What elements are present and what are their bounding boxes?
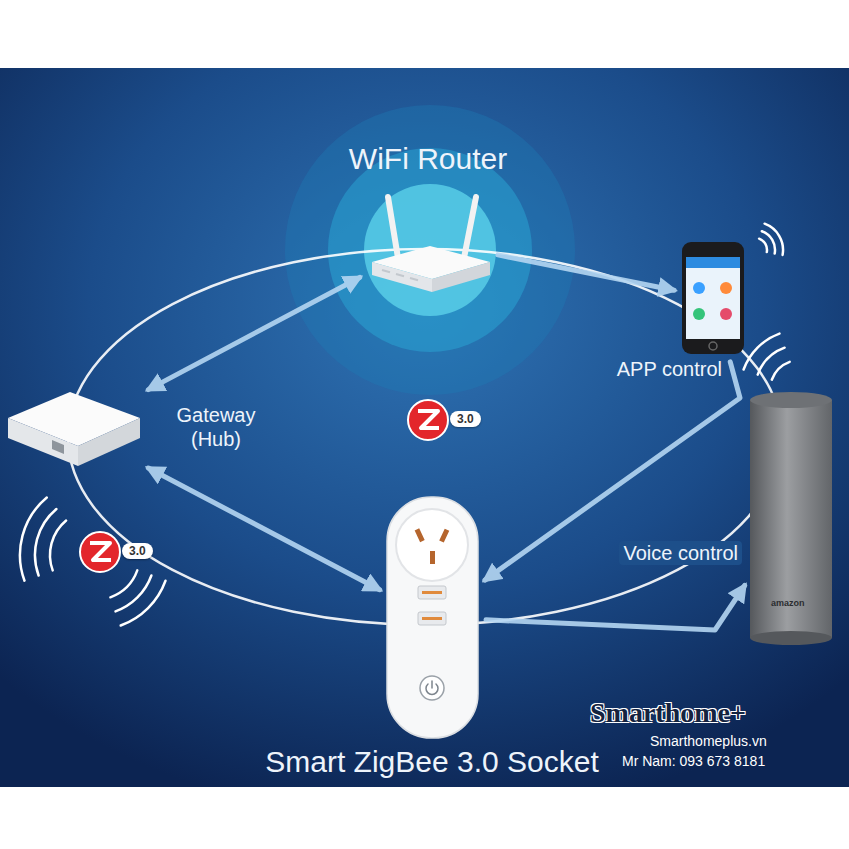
gateway-body <box>8 418 78 466</box>
router-antenna <box>464 197 476 258</box>
zigbee-logo <box>408 400 448 440</box>
gateway-body <box>78 418 140 466</box>
socket-body <box>387 497 478 738</box>
router-body <box>372 262 432 292</box>
power-symbol <box>426 681 438 694</box>
phone-body <box>682 242 744 354</box>
phone-home-button <box>709 342 717 350</box>
version-badge: 3.0 <box>122 543 153 559</box>
voice-waves <box>744 334 790 380</box>
speaker-body <box>750 400 832 638</box>
node-label: Gateway (Hub) <box>166 403 266 451</box>
phone-screen-header <box>686 257 740 268</box>
usb-port <box>422 617 442 620</box>
flow-arrow <box>148 468 379 590</box>
wifi-waves <box>759 224 783 255</box>
watermark: Smarthome+ <box>590 696 746 730</box>
flow-arrow <box>486 585 745 630</box>
watermark: Smarthomeplus.vn <box>650 733 767 750</box>
app-icon <box>693 308 705 320</box>
speaker-base <box>750 631 832 645</box>
router-vent <box>382 270 418 280</box>
node-label: APP control <box>617 357 722 381</box>
blue-background <box>0 68 849 787</box>
gateway-hub: Gateway (Hub) <box>5 388 143 470</box>
watermark: Mr Nam: 093 673 8181 <box>622 753 765 770</box>
usb-port <box>418 586 446 599</box>
speaker-top <box>750 392 832 408</box>
router-antenna <box>388 197 398 258</box>
flow-arrow <box>498 255 674 290</box>
node-label: Smart ZigBee 3.0 Socket <box>265 744 599 780</box>
node-label: WiFi Router <box>349 141 507 177</box>
gateway-port <box>52 440 64 454</box>
network-ring <box>68 249 782 625</box>
usb-port <box>422 591 442 594</box>
router-body <box>432 262 490 292</box>
signal-glow <box>285 105 575 395</box>
brand-mark: amazon <box>771 598 805 609</box>
smart-socket: Smart ZigBee 3.0 Socket <box>385 495 480 740</box>
phone-app: APP control <box>680 240 746 356</box>
node-label: Voice control <box>619 541 742 565</box>
phone-screen <box>686 257 740 339</box>
flow-arrow <box>148 277 359 389</box>
zigbee-logo <box>80 532 120 572</box>
app-icon <box>693 282 705 294</box>
version-badge: 3.0 <box>450 411 481 427</box>
signal-glow <box>328 148 532 352</box>
outlet-hole <box>415 528 425 542</box>
usb-port <box>418 612 446 625</box>
outlet-hole <box>439 529 449 543</box>
power-button <box>420 676 444 700</box>
zigbee-waves <box>20 498 166 626</box>
outlet-face <box>396 509 468 581</box>
app-icon <box>720 308 732 320</box>
app-icon <box>720 282 732 294</box>
wifi-router: WiFi Router <box>365 188 492 294</box>
outlet-hole <box>430 551 435 564</box>
